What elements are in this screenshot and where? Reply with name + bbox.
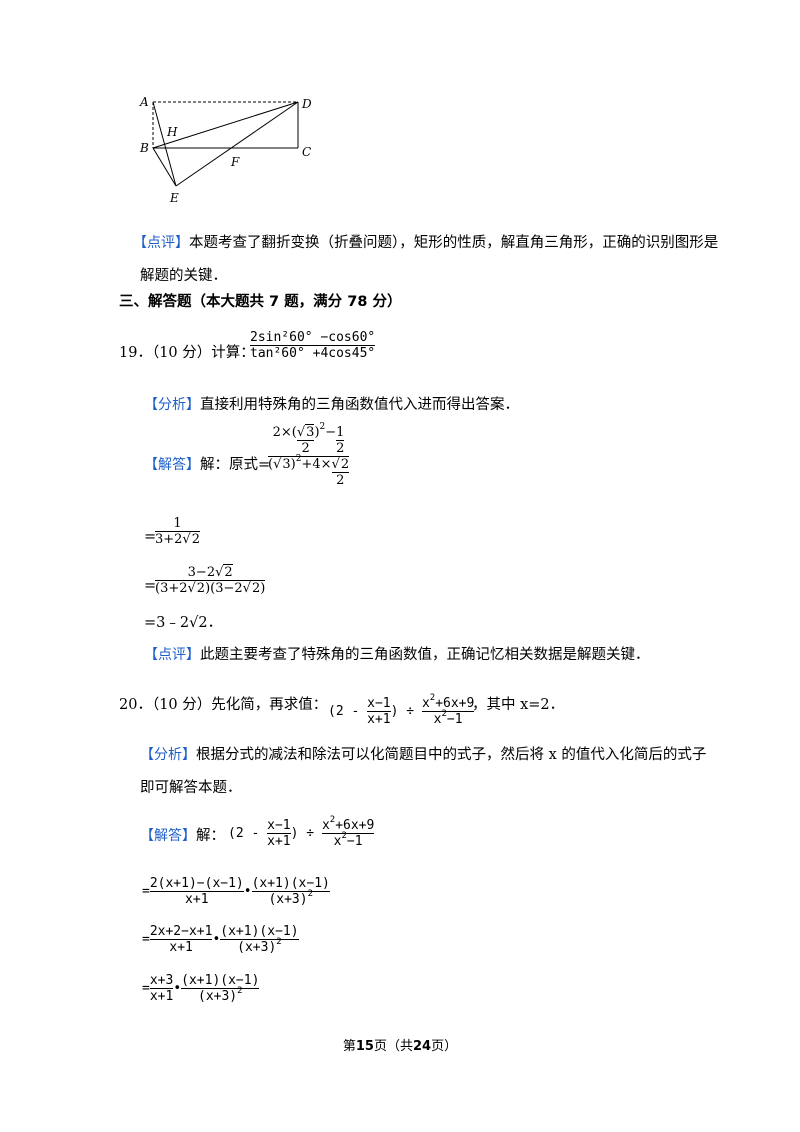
answer-tag: 【解答】: [144, 457, 200, 473]
review-tag: 【点评】: [133, 235, 189, 251]
q19-answer-intro: 【解答】解：原式=: [144, 455, 270, 475]
q19-review: 【点评】此题主要考查了特殊角的三角函数值，正确记忆相关数据是解题关键．: [144, 645, 650, 665]
review-text: 此题主要考查了特殊角的三角函数值，正确记忆相关数据是解题关键．: [200, 647, 650, 663]
label-c: C: [302, 145, 311, 159]
label-f: F: [230, 155, 240, 169]
segment-ae: [152, 101, 177, 187]
footer-prefix: 第: [342, 1039, 356, 1054]
label-e: E: [169, 191, 179, 205]
label-d: D: [301, 97, 312, 111]
q20-tail: ，其中 x=2．: [472, 697, 565, 713]
q19-equals-2: =: [144, 529, 157, 545]
label-h: H: [166, 125, 178, 139]
q19-analysis: 【分析】直接利用特殊角的三角函数值代入进而得出答案．: [144, 395, 519, 415]
q19-final: =3﹣2√2．: [144, 615, 223, 631]
label-a: A: [139, 95, 149, 109]
review-18-line2: 解题的关键．: [140, 268, 227, 284]
q19-fraction: 2sin²60° −cos60° tan²60° +4cos45°: [250, 330, 376, 361]
segment-bd: [152, 101, 299, 149]
fraction-bar: [268, 456, 350, 457]
q20-analysis-line2: 即可解答本题．: [140, 780, 242, 796]
answer-intro: 解：: [196, 828, 225, 844]
review-tag: 【点评】: [144, 647, 200, 663]
fraction-bar: [250, 345, 376, 346]
answer-tag: 【解答】: [140, 828, 196, 844]
q19-step2-fraction: 1 3+2√2: [155, 516, 200, 547]
q20-analysis-line1: 【分析】根据分式的减法和除法可以化简题目中的式子，然后将 x 的值代入化简后的式…: [140, 745, 706, 765]
footer-total-pages: 24: [413, 1039, 432, 1054]
segment-ed: [175, 101, 299, 187]
footer-page-number: 15: [355, 1039, 374, 1054]
geometry-figure: A B C D E F H: [139, 95, 312, 205]
review-text: 本题考查了翻折变换（折叠问题），矩形的性质，解直角三角形，正确的识别图形是: [189, 235, 719, 251]
analysis-tag: 【分析】: [144, 397, 200, 413]
q20-number: 20．（10 分）先化简，再求值：: [119, 697, 328, 713]
analysis-text: 根据分式的减法和除法可以化简题目中的式子，然后将 x 的值代入化简后的式子: [196, 747, 707, 763]
answer-intro: 解：原式=: [200, 457, 271, 473]
q19-number: 19．（10 分）计算：: [119, 345, 255, 361]
q19-equals-3: =: [144, 578, 157, 594]
q19-step3-fraction: 3−2√2 (3+2√2)(3−2√2): [155, 564, 266, 596]
q19-denominator: tan²60° +4cos45°: [250, 346, 376, 361]
page-footer: 第15页（共24页）: [0, 1035, 800, 1054]
q19-numerator: 2sin²60° −cos60°: [250, 330, 376, 345]
label-b: B: [139, 141, 149, 155]
footer-mid: 页（共: [373, 1039, 413, 1054]
analysis-text: 直接利用特殊角的三角函数值代入进而得出答案．: [200, 397, 519, 413]
q20-step1: =2(x+1)−(x−1)x+1•(x+1)(x−1)(x+3)2: [142, 876, 330, 907]
segment-be: [152, 147, 177, 187]
footer-suffix: 页）: [431, 1039, 458, 1054]
q20-answer-intro: 【解答】解：: [140, 826, 225, 846]
review-18-line1: 【点评】本题考查了翻折变换（折叠问题），矩形的性质，解直角三角形，正确的识别图形…: [133, 233, 718, 253]
analysis-tag: 【分析】: [140, 747, 196, 763]
section-title: 三、解答题（本大题共 7 题，满分 78 分）: [119, 294, 402, 310]
